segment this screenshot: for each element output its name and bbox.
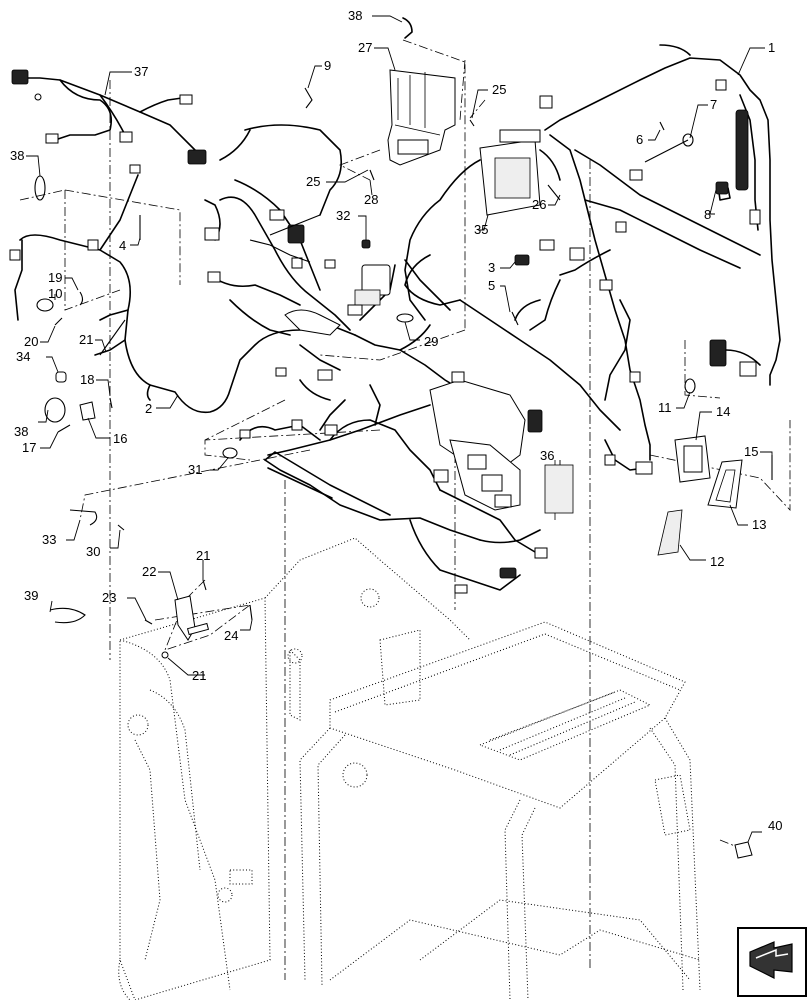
callout-21c: 21 (192, 668, 206, 683)
small-parts (34, 87, 773, 859)
controller-35 (404, 129, 561, 321)
callout-34: 34 (16, 349, 30, 364)
callout-31: 31 (188, 462, 202, 477)
harness-2 (9, 164, 356, 414)
callout-10: 10 (48, 286, 62, 301)
callout-27: 27 (358, 40, 372, 55)
cab-frame (118, 537, 701, 1000)
callout-15: 15 (744, 444, 758, 459)
callout-13: 13 (752, 517, 766, 532)
callout-8: 8 (704, 207, 711, 222)
callout-17: 17 (22, 440, 36, 455)
callout-19: 19 (48, 270, 62, 285)
callout-24: 24 (224, 628, 238, 643)
callout-38a: 38 (348, 8, 362, 23)
callout-32: 32 (336, 208, 350, 223)
callout-6: 6 (636, 132, 643, 147)
callout-36: 36 (540, 448, 554, 463)
harness-1 (514, 44, 781, 475)
next-page-arrow-icon[interactable] (737, 927, 807, 997)
callout-35: 35 (474, 222, 488, 237)
callout-4: 4 (119, 238, 126, 253)
loose-loop (404, 254, 621, 431)
callout-20: 20 (24, 334, 38, 349)
callout-3: 3 (488, 260, 495, 275)
callout-11: 11 (658, 400, 672, 415)
callout-16: 16 (113, 431, 127, 446)
callout-29: 29 (424, 334, 438, 349)
callout-1: 1 (768, 40, 775, 55)
callout-28: 28 (364, 192, 378, 207)
callout-38b: 38 (10, 148, 24, 163)
callout-2: 2 (145, 401, 152, 416)
leader-lines (26, 15, 773, 843)
bracket-27 (387, 17, 456, 166)
callout-26: 26 (532, 197, 546, 212)
callout-9: 9 (324, 58, 331, 73)
main-harness (204, 124, 548, 594)
callout-33: 33 (42, 532, 56, 547)
callout-39: 39 (24, 588, 38, 603)
callout-37: 37 (134, 64, 148, 79)
callout-22: 22 (142, 564, 156, 579)
callout-40: 40 (768, 818, 782, 833)
callout-25b: 25 (306, 174, 320, 189)
harness-37 (11, 69, 207, 165)
callout-5: 5 (488, 278, 495, 293)
callout-25a: 25 (492, 82, 506, 97)
callout-21b: 21 (196, 548, 210, 563)
callout-23: 23 (102, 590, 116, 605)
callout-30: 30 (86, 544, 100, 559)
callout-14: 14 (716, 404, 730, 419)
callout-21a: 21 (79, 332, 93, 347)
callout-7: 7 (710, 97, 717, 112)
callout-12: 12 (710, 554, 724, 569)
callout-18: 18 (80, 372, 94, 387)
callout-labels: 1 2 3 4 5 6 7 8 9 10 11 12 13 14 15 16 1… (10, 8, 782, 833)
callout-38c: 38 (14, 424, 28, 439)
